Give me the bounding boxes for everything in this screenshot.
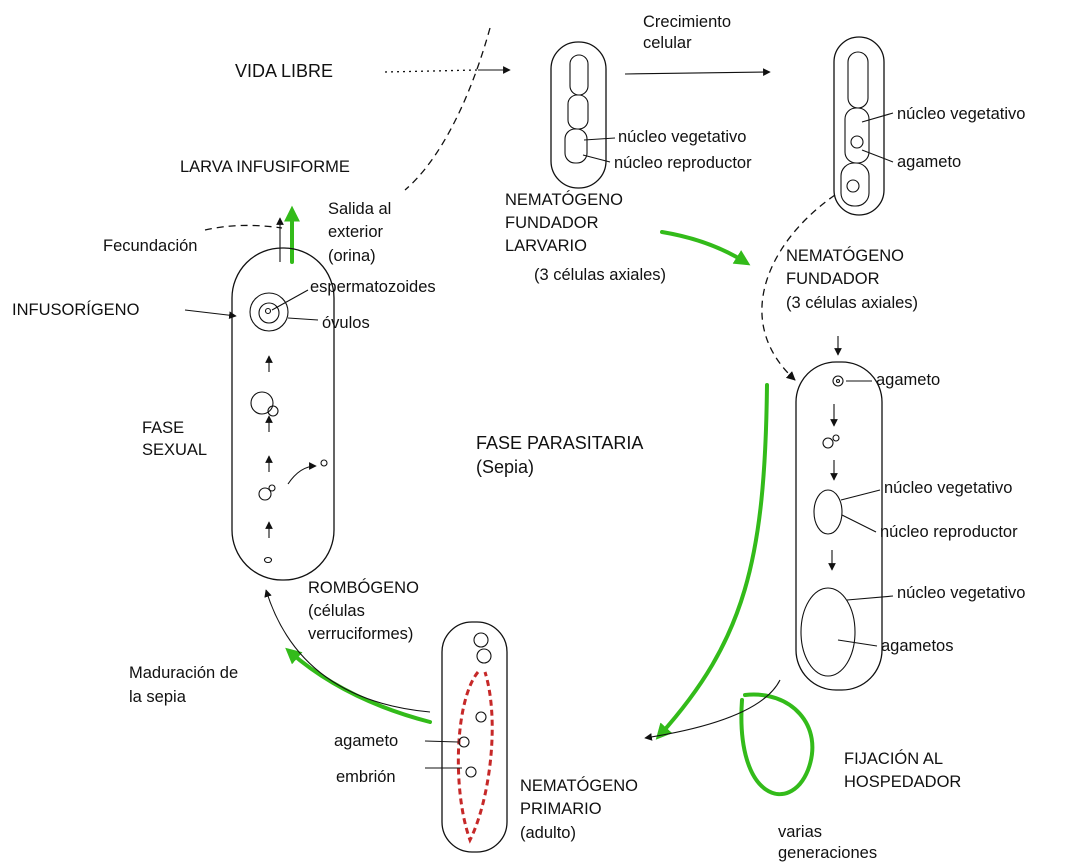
r-pointer-veg1 <box>841 490 880 500</box>
primario-head-a <box>474 633 488 647</box>
label-varias-2: generaciones <box>778 843 877 864</box>
label-nf-fundador-2: FUNDADOR <box>786 269 880 290</box>
label-maduracion-1: Maduración de <box>129 663 238 684</box>
label-nf-fundador-1: NEMATÓGENO <box>786 246 904 267</box>
primario-agameto-2 <box>476 712 486 722</box>
label-fundador-nucleo-veg: núcleo vegetativo <box>897 104 1025 125</box>
primario-agameto <box>459 737 469 747</box>
ovulos-pointer <box>288 318 318 320</box>
label-crecimiento-1: Crecimiento <box>643 12 731 33</box>
label-rombogeno-1: ROMBÓGENO <box>308 578 419 599</box>
dashed-free-life-path <box>405 28 490 190</box>
label-fundador-agameto: agameto <box>897 152 961 173</box>
label-rombogeno-3: verruciformes) <box>308 624 413 645</box>
larvario-pointer-veg <box>584 138 615 140</box>
label-bottom-agameto: agameto <box>334 731 398 752</box>
larvario-axial-cell-2 <box>568 95 588 129</box>
label-nemato-primario-2: PRIMARIO <box>520 799 602 820</box>
r-stage-2a <box>823 438 833 448</box>
primario-embrion <box>466 767 476 777</box>
label-maduracion-2: la sepia <box>129 687 186 708</box>
label-espermatozoides: espermatozoides <box>310 277 436 298</box>
arrow-vida-libre <box>385 70 478 72</box>
arrow-fundador-to-primario <box>660 385 767 735</box>
label-fase-parasitaria-1: FASE PARASITARIA <box>476 432 643 455</box>
label-fijacion-1: FIJACIÓN AL <box>844 749 943 770</box>
fundador-agameto-a <box>851 136 863 148</box>
dev-stage-small <box>265 558 272 563</box>
dev-stage-large <box>251 392 273 414</box>
espermatozoides-pointer <box>272 290 308 310</box>
primario-cell <box>442 622 507 852</box>
dev-arrow-side <box>288 466 316 484</box>
label-nf-larvario-1: NEMATÓGENO <box>505 190 623 211</box>
primario-pointer-agameto <box>425 741 458 742</box>
infusorigeno-sphere <box>250 293 288 331</box>
label-r-agametos: agametos <box>881 636 953 657</box>
label-nf-larvario-3: LARVARIO <box>505 236 587 257</box>
label-r-nucleo-rep: núcleo reproductor <box>880 522 1018 543</box>
label-salida-2: exterior <box>328 222 383 243</box>
label-crecimiento-2: celular <box>643 33 692 54</box>
label-fecundacion: Fecundación <box>103 236 197 257</box>
r-pointer-agametos <box>838 640 877 646</box>
label-fase-sexual-2: SEXUAL <box>142 440 207 461</box>
arrow-larvario-to-fundador <box>662 232 745 262</box>
label-ovulos: óvulos <box>322 313 370 334</box>
arrow-crecimiento-celular <box>625 72 770 74</box>
label-larva-infusiforme: LARVA INFUSIFORME <box>180 157 350 178</box>
label-larvario-nucleo-veg: núcleo vegetativo <box>618 127 746 148</box>
r-pointer-veg2 <box>847 596 893 600</box>
larvario-axial-cell-1 <box>570 55 588 95</box>
label-fase-sexual-1: FASE <box>142 418 184 439</box>
label-vida-libre: VIDA LIBRE <box>235 60 333 83</box>
fundador-agameto-b <box>847 180 859 192</box>
larvario-axial-cell-3 <box>565 129 587 163</box>
arrow-infusorigeno-label <box>185 310 236 316</box>
label-fijacion-2: HOSPEDADOR <box>844 772 961 793</box>
label-rombogeno-2: (células <box>308 601 365 622</box>
label-r-nucleo-veg-1: núcleo vegetativo <box>884 478 1012 499</box>
r-stage-2b <box>833 435 839 441</box>
fundador-pointer-agameto <box>862 150 893 162</box>
primario-head-b <box>477 649 491 663</box>
label-fase-parasitaria-2: (Sepia) <box>476 456 534 479</box>
label-larvario-nucleo-rep: núcleo reproductor <box>614 153 752 174</box>
label-nf-larvario-2: FUNDADOR <box>505 213 599 234</box>
dev-stage-mid-b <box>269 485 275 491</box>
arrow-maduracion <box>290 652 430 722</box>
label-nemato-primario-1: NEMATÓGENO <box>520 776 638 797</box>
primario-dashed-axial <box>458 672 492 840</box>
r-pointer-rep <box>842 515 876 532</box>
larvario-cell-outer <box>551 42 606 188</box>
dev-stage-side <box>321 460 327 466</box>
label-nf-fundador-3: (3 células axiales) <box>786 293 918 314</box>
label-varias-1: varias <box>778 822 822 843</box>
espermatozoide <box>266 309 271 314</box>
label-nemato-primario-3: (adulto) <box>520 823 576 844</box>
label-nf-larvario-4: (3 células axiales) <box>534 265 666 286</box>
fundador-pointer-veg <box>862 113 893 122</box>
dashed-fecundacion-path <box>205 225 282 230</box>
fundador-axial-cell-1 <box>848 52 868 108</box>
label-r-agameto: agameto <box>876 370 940 391</box>
label-r-nucleo-veg-2: núcleo vegetativo <box>897 583 1025 604</box>
loop-varias-generaciones <box>741 695 812 795</box>
agameto-single <box>833 376 843 386</box>
fundador-axial-cell-3 <box>841 163 869 206</box>
label-infusorigeno: INFUSORÍGENO <box>12 300 139 321</box>
r-infusorigeno-2 <box>801 588 855 676</box>
r-infusorigeno-1 <box>814 490 842 534</box>
label-embrion: embrión <box>336 767 396 788</box>
label-salida-3: (orina) <box>328 246 376 267</box>
agameto-dot <box>837 380 840 383</box>
label-salida-1: Salida al <box>328 199 391 220</box>
